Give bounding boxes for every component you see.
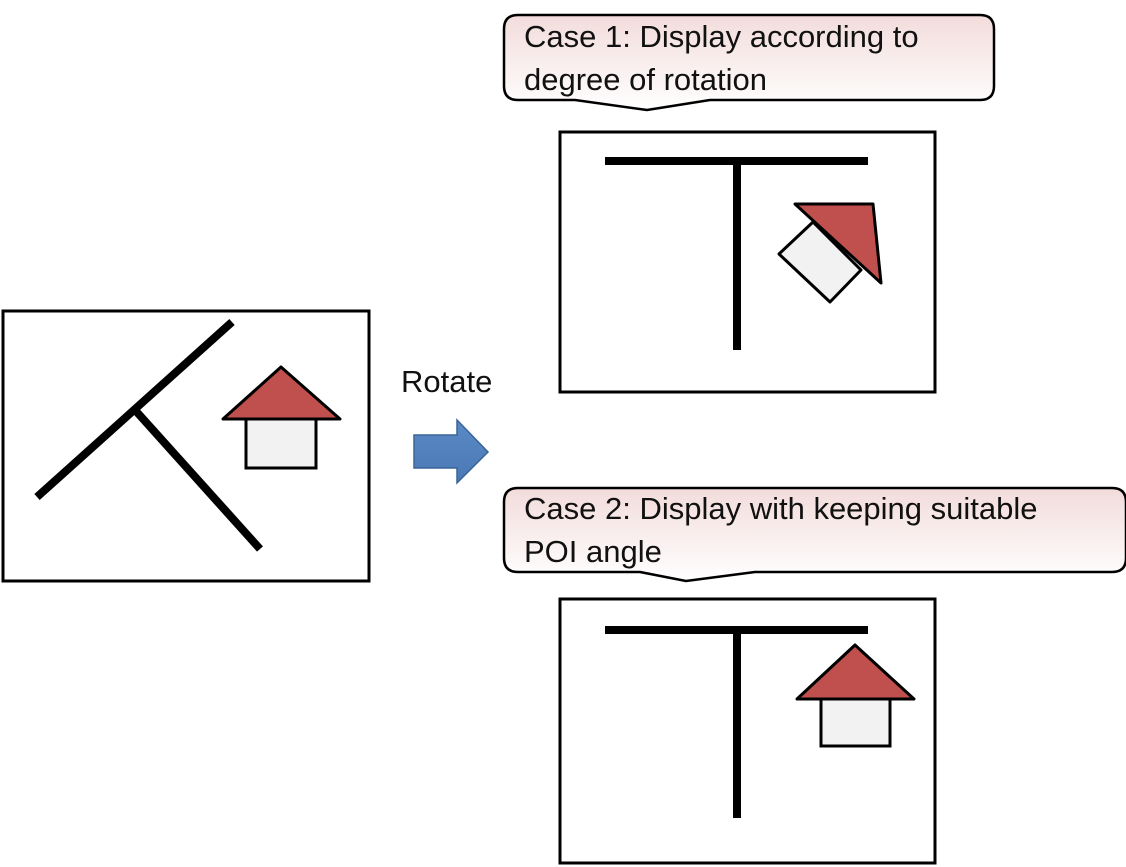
road-icon bbox=[605, 157, 868, 350]
right-arrow-icon bbox=[413, 418, 490, 485]
case2-map-panel bbox=[558, 597, 937, 865]
road-branch bbox=[132, 407, 263, 552]
house-poi-icon bbox=[795, 643, 916, 748]
road-main bbox=[34, 319, 235, 500]
case1-map-panel bbox=[558, 130, 937, 394]
case1-callout-line2: degree of rotation bbox=[524, 62, 767, 97]
house-roof bbox=[795, 643, 916, 701]
case2-callout-line1: Case 2: Display with keeping suitable bbox=[524, 491, 1038, 526]
house-poi-icon bbox=[777, 202, 883, 304]
original-map-panel bbox=[1, 309, 371, 583]
rotate-label: Rotate bbox=[401, 364, 492, 399]
rotate-transition: Rotate bbox=[401, 364, 492, 485]
case1-callout: Case 1: Display according to degree of r… bbox=[502, 13, 996, 112]
house-body bbox=[819, 697, 892, 748]
case1-callout-bubble bbox=[502, 13, 996, 112]
house-roof-rotated bbox=[793, 202, 883, 285]
case2-callout-bubble bbox=[502, 486, 1126, 583]
case2-callout: Case 2: Display with keeping suitable PO… bbox=[502, 486, 1126, 583]
house-body bbox=[244, 417, 318, 470]
house-roof bbox=[221, 365, 342, 421]
house-poi-icon bbox=[221, 365, 342, 470]
house-body-rotated bbox=[777, 220, 863, 304]
case1-callout-line1: Case 1: Display according to bbox=[524, 19, 919, 54]
road-icon bbox=[605, 626, 868, 818]
road-icon bbox=[34, 319, 263, 552]
case2-callout-line2: POI angle bbox=[524, 534, 662, 569]
